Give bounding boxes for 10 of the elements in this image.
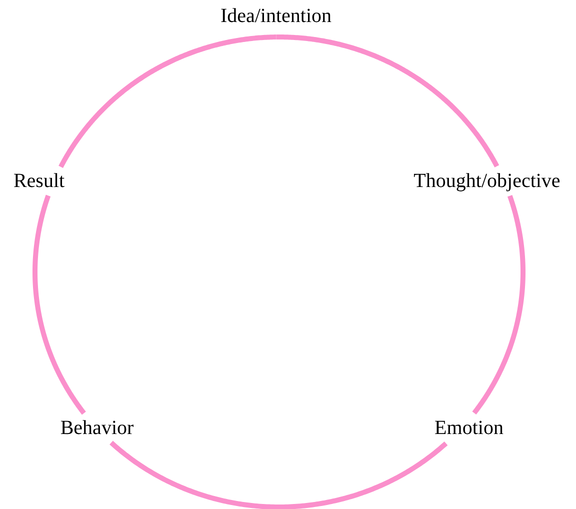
cycle-arc: [58, 34, 278, 168]
cycle-arc: [275, 34, 500, 168]
stage-label: Idea/intention: [220, 5, 332, 27]
stage-label: Emotion: [434, 417, 504, 439]
cycle-arc: [32, 194, 86, 415]
stage-label: Result: [13, 170, 65, 192]
cycle-arc: [472, 194, 526, 415]
stage-label: Thought/objective: [414, 170, 560, 192]
cycle-arc: [110, 440, 448, 509]
stage-label: Behavior: [60, 417, 134, 439]
